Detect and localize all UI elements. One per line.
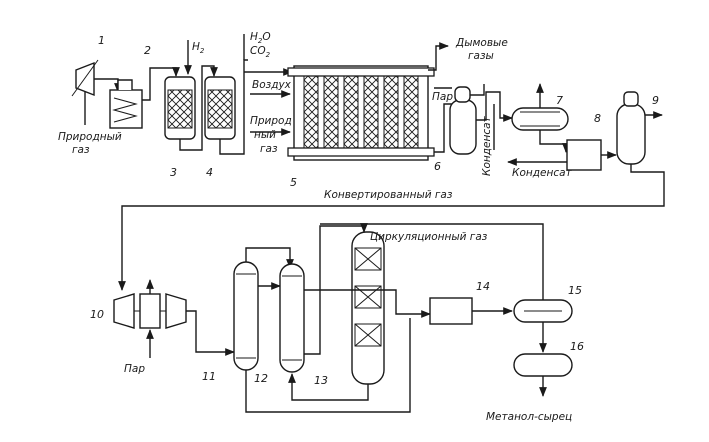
air-label: Воздух xyxy=(252,79,292,91)
recycle-return-line xyxy=(245,318,411,413)
label-3: 3 xyxy=(170,166,177,179)
label-1: 1 xyxy=(98,34,105,47)
heater-2 xyxy=(109,79,143,129)
label-10: 10 xyxy=(90,308,104,321)
reactor-3 xyxy=(164,76,196,140)
natural-gas-label-line2: газ xyxy=(72,144,90,156)
label-15: 15 xyxy=(568,284,582,297)
label-16: 16 xyxy=(570,340,584,353)
heat-exchanger-11 xyxy=(233,261,259,371)
steam-label-top: Пар xyxy=(432,91,453,103)
turbocompressor-10 xyxy=(113,293,187,329)
line-6-7 xyxy=(476,91,513,122)
heat-exchanger-12 xyxy=(279,263,305,373)
label-14: 14 xyxy=(476,280,490,293)
line-to-14 xyxy=(304,289,431,318)
label-2: 2 xyxy=(144,44,151,57)
line-12-13 xyxy=(304,223,368,355)
line-3-4 xyxy=(179,65,218,151)
label-13: 13 xyxy=(314,374,328,387)
label-9: 9 xyxy=(652,94,659,107)
collector-16 xyxy=(513,353,573,377)
co2-label: CO2 xyxy=(250,45,271,59)
natural-gas-5-line3: газ xyxy=(260,143,278,155)
line-2-3 xyxy=(142,67,180,101)
flue-gas-label-line1: Дымовые xyxy=(455,37,508,49)
label-4: 4 xyxy=(206,166,213,179)
line-7-8 xyxy=(539,130,570,153)
line-4-out xyxy=(219,59,248,155)
label-12: 12 xyxy=(254,372,268,385)
label-6: 6 xyxy=(434,160,441,173)
separator-15 xyxy=(513,299,573,323)
steam-label-bottom: Пар xyxy=(124,363,145,375)
natural-gas-5-line2: ный xyxy=(254,129,276,141)
cooler-14 xyxy=(429,297,473,325)
circulation-gas-label: Циркуляционный газ xyxy=(370,231,488,243)
line-13-12 xyxy=(288,373,369,401)
condensate-label-vertical: Конденсат xyxy=(481,115,493,176)
waste-heat-boiler-6 xyxy=(449,86,477,155)
compressor-1 xyxy=(71,59,99,97)
natural-gas-label-line1: Природный xyxy=(58,131,122,143)
label-11: 11 xyxy=(202,370,216,383)
flue-gas-line xyxy=(428,42,449,71)
tubular-furnace-5 xyxy=(287,65,435,161)
cooler-7 xyxy=(511,107,569,131)
steam-out-line-6 xyxy=(470,84,485,96)
converted-gas-label: Конвертированный газ xyxy=(324,189,453,201)
line-5-6 xyxy=(434,103,452,153)
reactor-4 xyxy=(204,76,236,140)
label-8: 8 xyxy=(594,112,601,125)
converted-gas-line xyxy=(118,164,665,291)
label-5: 5 xyxy=(290,176,297,189)
condensate-label-horizontal: Конденсат xyxy=(512,167,573,179)
flue-gas-label-line2: газы xyxy=(468,50,494,62)
h2o-label: H2O xyxy=(250,31,271,45)
line-11-12-top xyxy=(245,247,294,269)
methanol-label: Метанол-сырец xyxy=(486,411,572,423)
line-10-11 xyxy=(186,310,235,356)
h2-label: H2 xyxy=(192,41,205,55)
label-7: 7 xyxy=(556,94,563,107)
synthesis-column-13 xyxy=(351,231,385,385)
circulation-gas-line xyxy=(320,223,544,300)
natural-gas-5-line1: Природ xyxy=(250,115,292,127)
vessel-9 xyxy=(616,91,646,165)
separator-8 xyxy=(566,139,602,171)
